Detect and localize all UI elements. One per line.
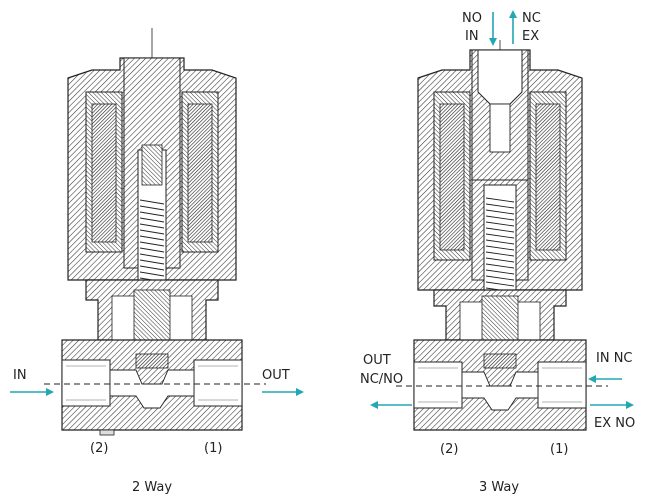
three-way-valve (370, 10, 634, 431)
two-way-out-label: OUT (262, 368, 290, 383)
valve-body-3way (413, 339, 587, 431)
two-way-caption: 2 Way (132, 480, 173, 495)
three-way-in-nc-label: IN NC (596, 351, 633, 366)
three-way-top-no: NO (462, 11, 482, 26)
three-way-caption: 3 Way (479, 480, 520, 495)
three-way-ncno-label: NC/NO (360, 372, 404, 387)
three-way-top-ex: EX (522, 29, 540, 44)
two-way-in-label: IN (13, 368, 27, 383)
three-way-out-label: OUT (363, 353, 391, 368)
three-way-port-left: (2) (440, 442, 459, 457)
two-way-port-left: (2) (90, 441, 109, 456)
coil-housing (67, 57, 237, 301)
three-way-ex-no-label: EX NO (594, 416, 636, 431)
two-way-valve (10, 28, 304, 436)
valve-body (61, 339, 243, 436)
two-way-port-right: (1) (204, 441, 223, 456)
coil-housing-3way (417, 49, 583, 306)
three-way-port-right: (1) (550, 442, 569, 457)
three-way-top-nc: NC (522, 11, 541, 26)
three-way-top-in: IN (465, 29, 479, 44)
